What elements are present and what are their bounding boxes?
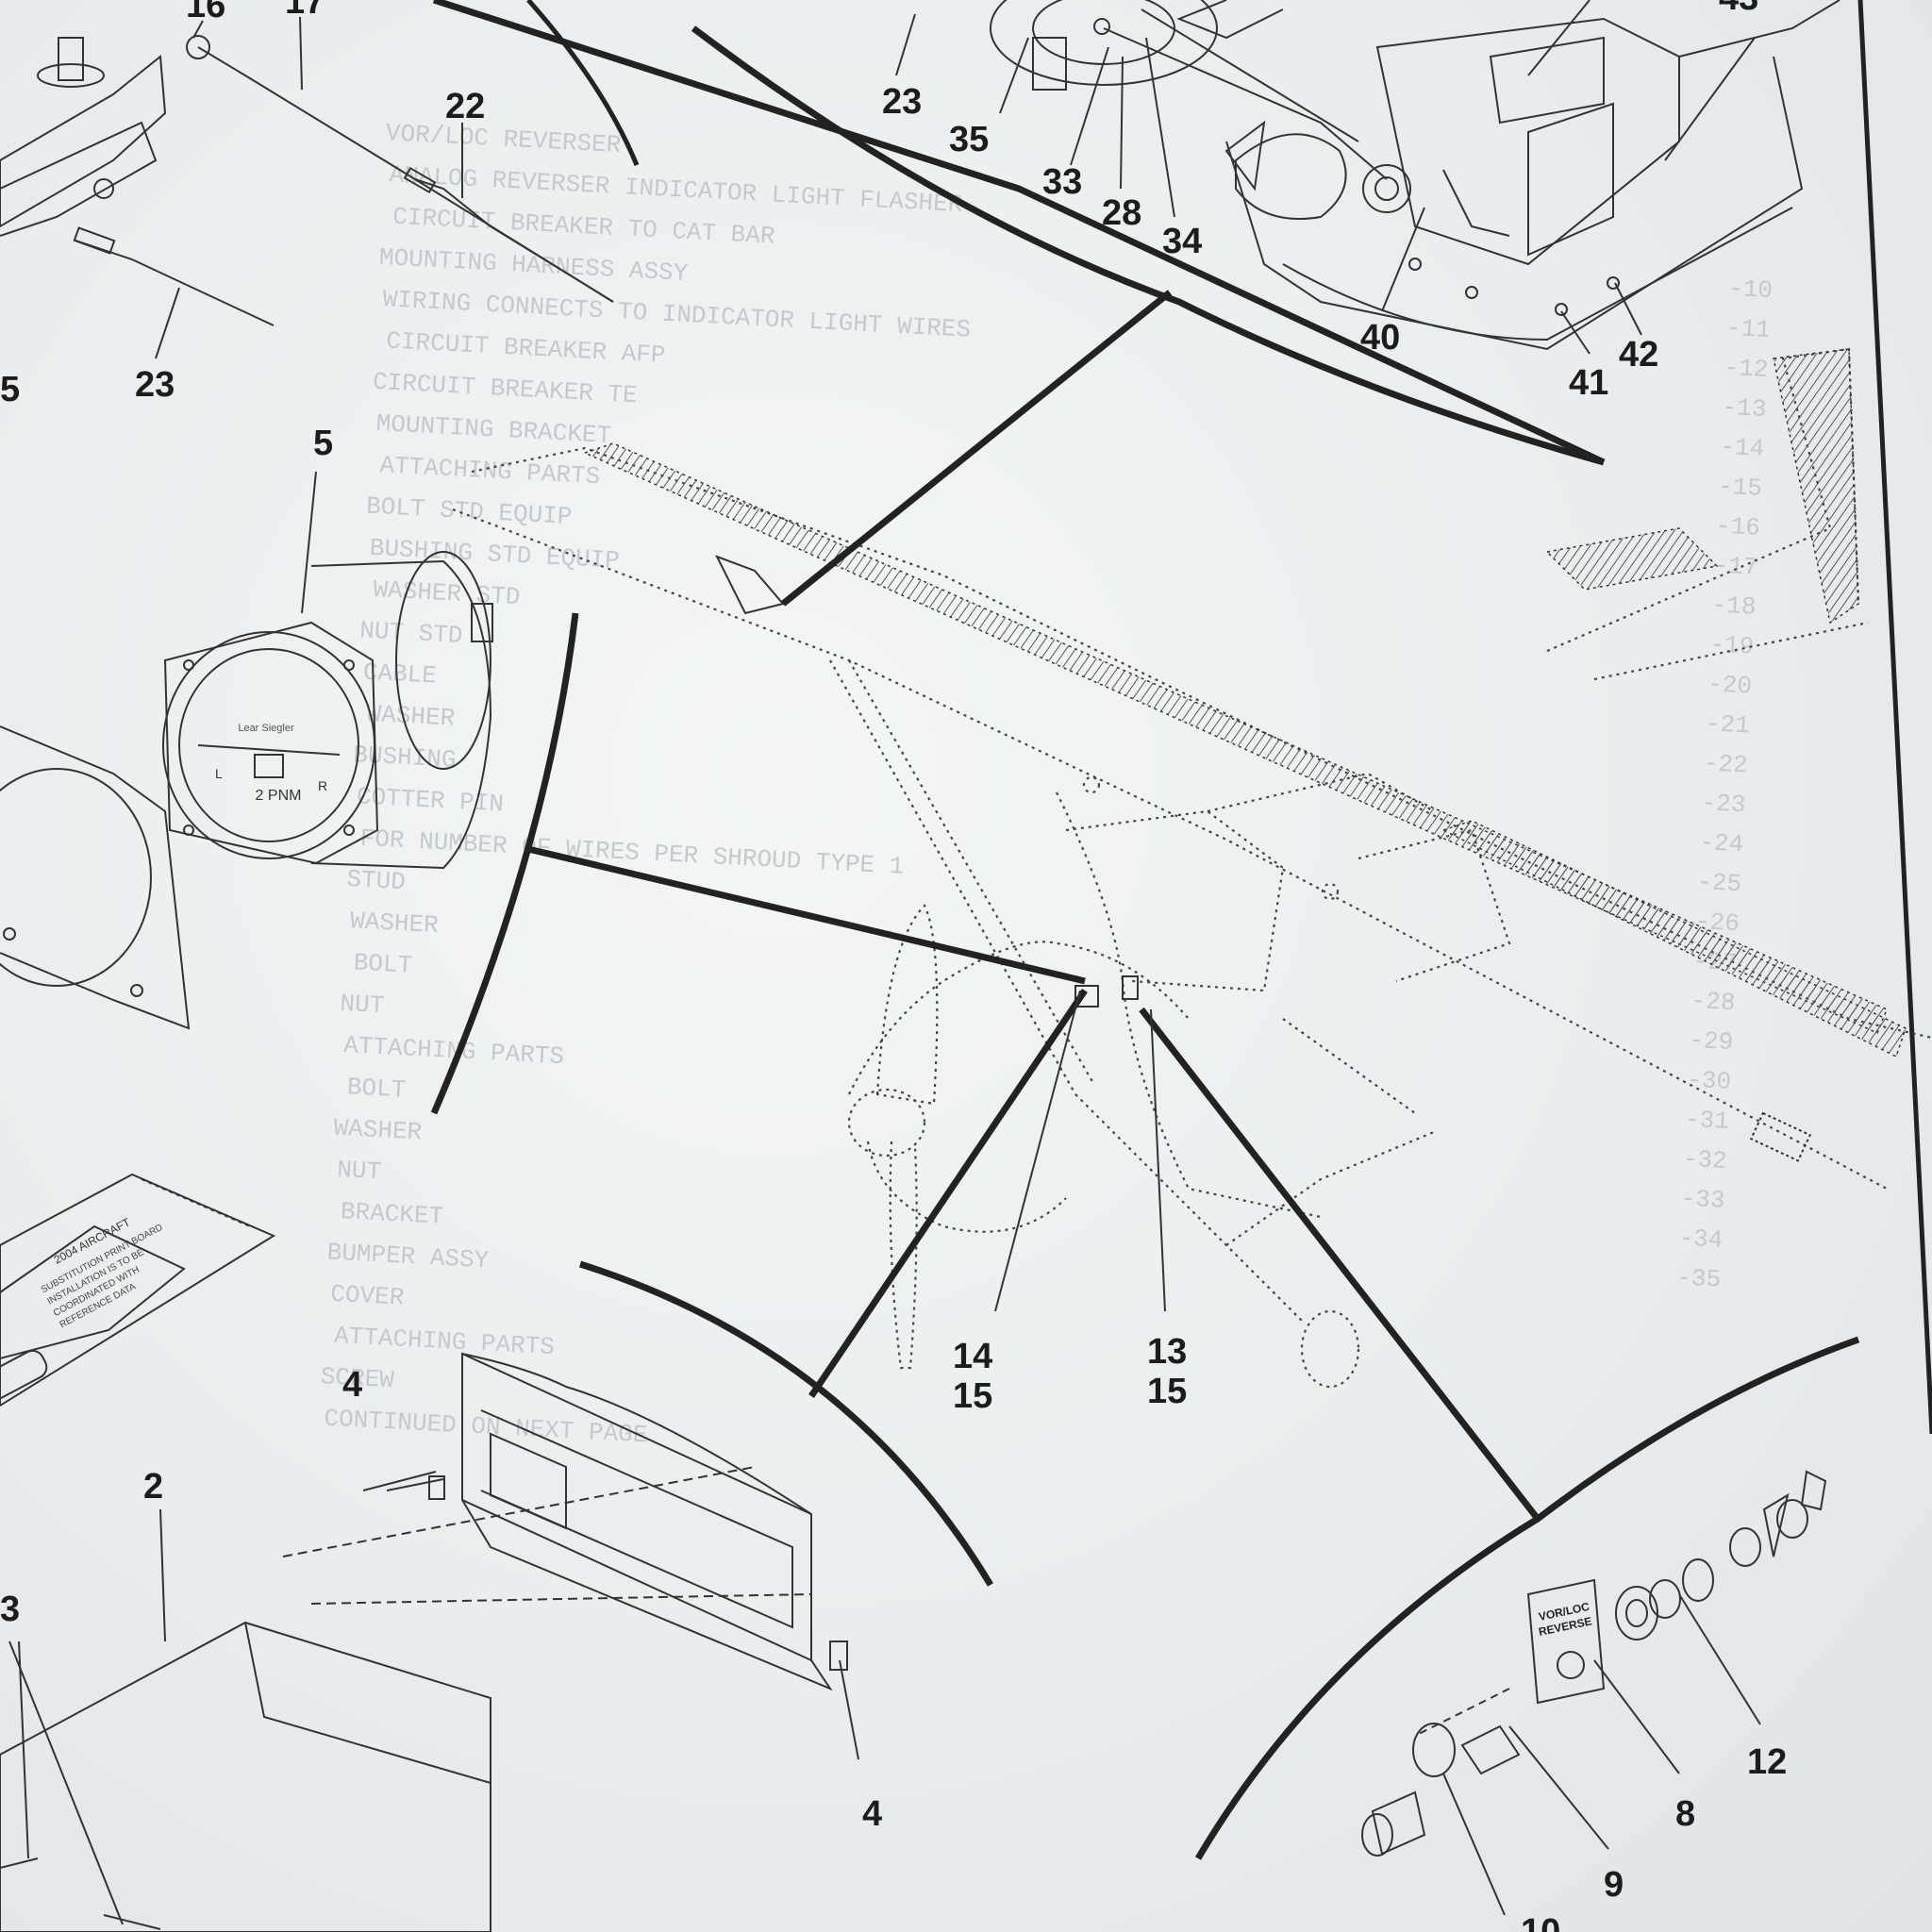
callout-15-right: 15 <box>1147 1372 1187 1411</box>
ghost-text-line: CABLE <box>362 658 437 691</box>
ghost-index-number: -10 <box>1727 275 1773 305</box>
page-border-line <box>1857 0 1932 1435</box>
ghost-index-number: -33 <box>1680 1184 1725 1214</box>
ghost-text-line: MOUNTING BRACKET <box>375 409 612 450</box>
callout-12: 12 <box>1747 1742 1787 1782</box>
callout-13: 13 <box>1147 1332 1187 1372</box>
ghost-index-number: -30 <box>1686 1066 1731 1096</box>
bracket-cover-assembly <box>0 1352 848 1932</box>
callout-23-top: 23 <box>882 82 922 122</box>
control-horn-assembly <box>0 0 640 326</box>
ghost-index-number: -24 <box>1699 828 1744 858</box>
ghost-text-line: WASHER STD <box>373 575 521 611</box>
ghost-index-number: -18 <box>1711 591 1757 621</box>
callout-16: 16 <box>186 0 225 25</box>
ghost-index-number: -28 <box>1690 987 1736 1017</box>
ghost-text-line: BOLT STD EQUIP <box>365 492 573 531</box>
callout-9: 9 <box>1604 1865 1624 1905</box>
ghost-index-number: -13 <box>1722 393 1767 424</box>
ghost-text-line: CIRCUIT BREAKER TE <box>372 368 638 410</box>
ghost-text-line: NUT STD <box>358 616 463 650</box>
instrument-right-mark: R <box>318 778 327 793</box>
callout-5: 5 <box>313 424 333 463</box>
callout-5-edge: 5 <box>0 370 20 409</box>
callout-33: 33 <box>1042 162 1082 202</box>
ghost-index-number: -29 <box>1689 1026 1734 1057</box>
ghost-text-line: BUSHING STD EQUIP <box>369 534 620 575</box>
callout-8: 8 <box>1675 1794 1695 1834</box>
ghost-index-number: -12 <box>1724 354 1769 384</box>
callout-14: 14 <box>953 1337 992 1376</box>
callout-41: 41 <box>1569 363 1608 403</box>
ghost-text-line: BOLT <box>346 1073 407 1104</box>
callout-40: 40 <box>1360 318 1400 358</box>
switch-hardware-exploded: VOR/LOC REVERSE <box>1361 1470 1827 1857</box>
pulley-bracket-assembly <box>990 0 1840 351</box>
instrument-mode: 2 PNM <box>256 788 302 804</box>
ghost-text-line: CONTINUED ON NEXT PAGE <box>324 1404 648 1449</box>
ghost-index-number: -15 <box>1717 472 1762 502</box>
callout-15-left: 15 <box>953 1376 992 1416</box>
callout-10: 10 <box>1521 1912 1560 1932</box>
ghost-text-line: MOUNTING HARNESS ASSY <box>378 243 689 288</box>
callout-23-left: 23 <box>135 365 175 405</box>
instrument-brand: Lear Siegler <box>238 723 294 734</box>
ghost-text-line: BRACKET <box>340 1197 444 1231</box>
ghost-text-line: CIRCUIT BREAKER TO CAT BAR <box>392 203 776 251</box>
callout-4-upper: 4 <box>342 1365 362 1405</box>
ghost-text-line: WASHER <box>349 907 439 940</box>
callout-labels: 16 17 22 23 23 5 35 33 28 34 40 41 42 43… <box>0 0 1787 1932</box>
ghost-index-number: -17 <box>1713 551 1758 581</box>
callout-34: 34 <box>1162 222 1202 261</box>
ghost-index-number: -20 <box>1707 670 1752 700</box>
ghost-text-line: BUMPER ASSY <box>326 1238 490 1274</box>
ghost-index-number: -25 <box>1696 868 1741 898</box>
callout-42: 42 <box>1619 335 1658 375</box>
ghost-index-number: -32 <box>1682 1144 1727 1174</box>
callout-17: 17 <box>285 0 325 22</box>
callout-3: 3 <box>0 1590 20 1629</box>
ghost-text-line: SCREW <box>320 1362 395 1394</box>
ghost-index-number: -35 <box>1676 1263 1722 1293</box>
ghost-text-line: NUT <box>337 1156 382 1186</box>
ghost-text-line: WASHER <box>333 1114 423 1147</box>
circuit-board-placard: 2004 AIRCRAFT SUBSTITUTION PRINT BOARDIN… <box>0 1173 276 1407</box>
callout-4-lower: 4 <box>862 1794 882 1834</box>
ghost-text-line: VOR/LOC REVERSER <box>385 119 622 159</box>
callout-35: 35 <box>949 120 989 159</box>
ghost-text-line: ATTACHING PARTS <box>333 1322 555 1361</box>
callout-43: 43 <box>1719 0 1758 18</box>
ghost-text-line: STUD <box>346 865 407 896</box>
ghost-index-number: -22 <box>1703 749 1748 779</box>
ghost-index-number: -23 <box>1701 789 1746 819</box>
indicator-instrument: Lear Siegler 2 PNM L R <box>0 551 493 1030</box>
ghost-text-line: WASHER <box>366 700 456 733</box>
ghost-index-number: -21 <box>1705 709 1750 740</box>
ghost-index-number: -31 <box>1684 1106 1729 1136</box>
ghost-text-line: COVER <box>330 1280 405 1312</box>
ghost-text-line: CIRCUIT BREAKER AFP <box>386 326 667 369</box>
ghost-text-line: BOLT <box>353 948 413 979</box>
ghost-index-number: -16 <box>1715 511 1760 541</box>
ghost-index-number: -34 <box>1678 1224 1724 1254</box>
callout-leaders <box>8 0 1761 1925</box>
locator-pointer-lines <box>430 0 1860 1860</box>
ghost-index-number: -19 <box>1709 630 1755 660</box>
callout-28: 28 <box>1102 193 1141 233</box>
ghost-index-number: -11 <box>1725 314 1771 344</box>
ghost-text-line: NUT <box>340 990 385 1020</box>
callout-22: 22 <box>445 87 485 126</box>
ghost-index-number: -14 <box>1720 433 1765 463</box>
ghost-text-line: COTTER PIN <box>356 782 504 818</box>
callout-2: 2 <box>143 1467 163 1507</box>
aircraft-outline <box>452 347 1932 1389</box>
instrument-left-mark: L <box>215 766 223 781</box>
ghost-text-line: ATTACHING PARTS <box>379 451 601 491</box>
